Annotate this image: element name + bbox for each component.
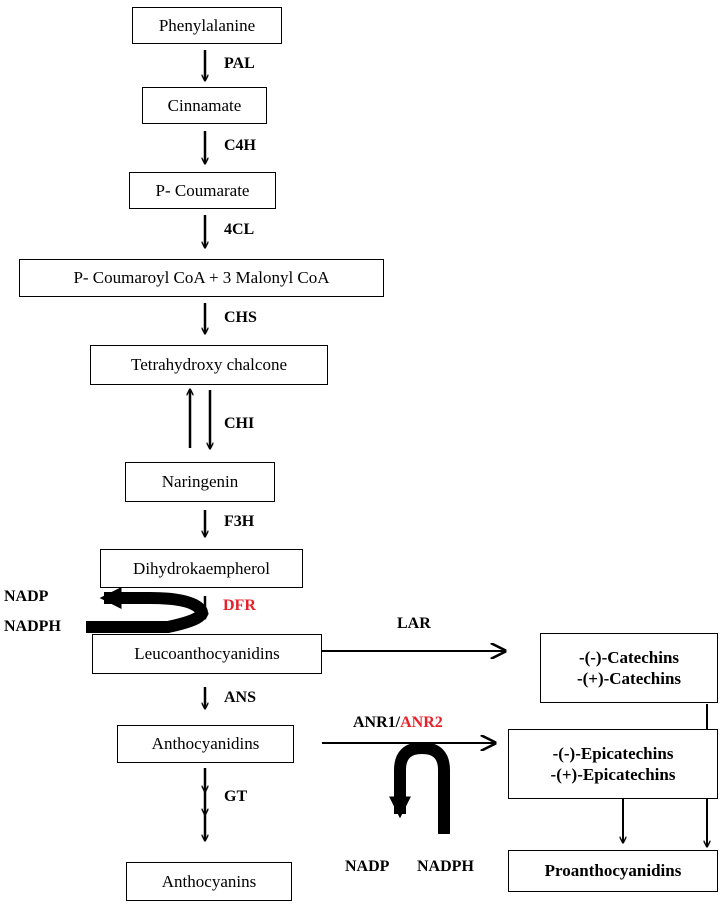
enzyme-anr1: ANR1 [353,714,396,731]
enzyme-c4h: C4H [224,137,256,154]
enzyme-pal: PAL [224,55,255,72]
compound-naringenin: Naringenin [125,462,275,502]
compound-label: Naringenin [161,472,239,492]
compound-label: Cinnamate [167,95,242,115]
enzyme-anr: ANR1/ANR2 [353,714,443,732]
compound-label: Anthocyanidins [151,734,260,754]
compound-tetrahydroxy-chalcone: Tetrahydroxy chalcone [90,345,328,385]
arrow-nadph-to-nadp-left [86,587,208,633]
catechins-plus-label: -(+)-Catechins [576,669,682,688]
compound-proanthocyanidins: Proanthocyanidins [508,850,718,892]
enzyme-ans: ANS [224,689,257,706]
compound-label: Dihydrokaempherol [133,558,270,578]
compound-anthocyanidins: Anthocyanidins [117,725,294,763]
enzyme-chi: CHI [224,415,255,432]
compound-p-coumaroyl-coa: P- Coumaroyl CoA + 3 Malonyl CoA [19,259,384,297]
epicatechins-plus-label: -(+)-Epicatechins [550,765,676,784]
catechins-minus-label: -(-)-Catechins [578,647,680,667]
cofactor-nadp-left: NADP [4,588,49,605]
enzyme-dfr: DFR [223,597,256,614]
enzyme-4cl: 4CL [224,221,255,238]
enzyme-chs: CHS [224,309,257,326]
compound-label: Leucoanthocyanidins [134,644,280,664]
compound-cinnamate: Cinnamate [142,87,267,124]
compound-anthocyanins: Anthocyanins [126,862,292,901]
cofactor-nadph-left: NADPH [4,618,61,635]
compound-label: Proanthocyanidins [544,861,682,881]
compound-label: Anthocyanins [161,871,257,891]
compound-catechins: -(-)-Catechins -(+)-Catechins [540,633,718,703]
enzyme-f3h: F3H [224,513,255,530]
enzyme-gt: GT [224,788,248,805]
compound-dihydrokaempherol: Dihydrokaempherol [100,549,303,588]
compound-p-coumarate: P- Coumarate [129,172,276,209]
epicatechins-minus-label: -(-)-Epicatechins [552,743,674,763]
compound-label: Tetrahydroxy chalcone [131,355,287,375]
enzyme-lar: LAR [397,615,431,632]
enzyme-anr-separator: / [395,714,401,731]
compound-label: Phenylalanine [158,15,256,35]
compound-epicatechins: -(-)-Epicatechins -(+)-Epicatechins [508,729,718,799]
cofactor-nadph-bottom: NADPH [417,858,474,875]
compound-label: P- Coumarate [155,180,250,200]
enzyme-anr2: ANR2 [400,714,443,731]
arrow-nadph-to-nadp-bottom [389,741,450,834]
compound-leucoanthocyanidins: Leucoanthocyanidins [92,634,322,674]
compound-phenylalanine: Phenylalanine [132,7,282,44]
compound-label: P- Coumaroyl CoA + 3 Malonyl CoA [73,268,330,288]
cofactor-nadp-bottom: NADP [345,858,390,875]
